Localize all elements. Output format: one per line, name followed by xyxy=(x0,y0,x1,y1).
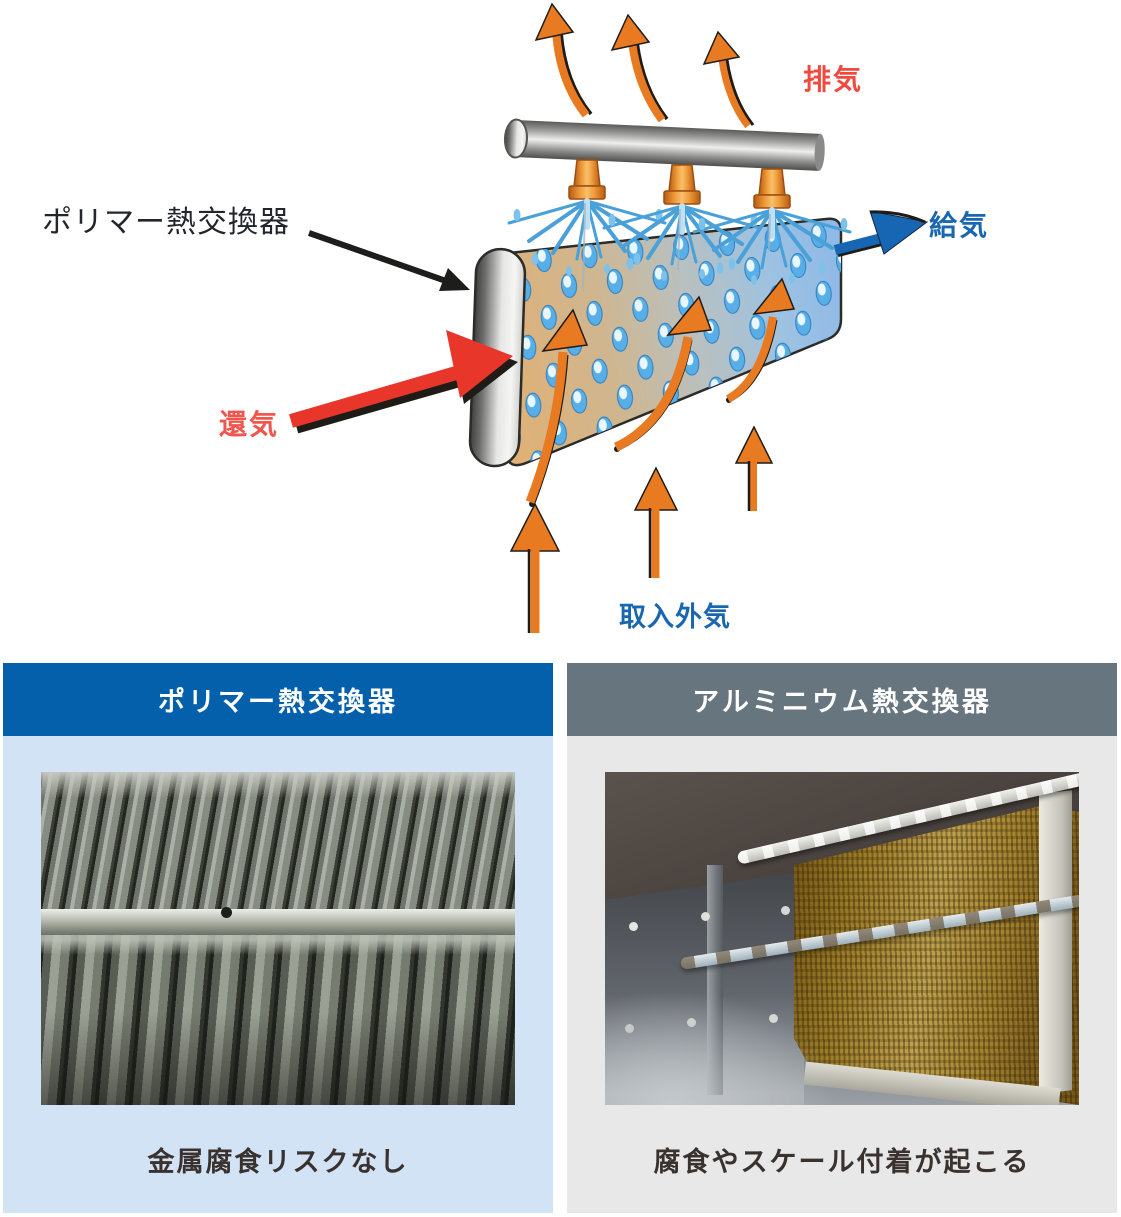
spray-nozzles xyxy=(568,159,791,209)
intake-air-straight-arrows xyxy=(509,425,774,633)
aluminium-panel-body: 腐食やスケール付着が起こる xyxy=(567,736,1117,1213)
comparison-panels: ポリマー熱交換器 金属腐食リスクなし アルミニウム熱交換器 xyxy=(3,663,1117,1213)
heat-exchanger-diagram-section: ポリマー熱交換器 排気 給気 還気 取入外気 xyxy=(42,2,990,633)
corroded-coil-face xyxy=(793,805,1079,1105)
return-air-label: 還気 xyxy=(219,409,280,440)
polymer-caption-zone: 金属腐食リスクなし xyxy=(148,1105,409,1213)
wall-bolts xyxy=(628,921,638,931)
tube-row-upper xyxy=(41,772,515,909)
supply-air-arrow xyxy=(833,210,929,257)
aluminium-panel-header: アルミニウム熱交換器 xyxy=(567,663,1117,736)
polymer-panel-body: 金属腐食リスクなし xyxy=(3,736,553,1213)
polymer-tube-bank-photo xyxy=(41,772,515,1105)
aluminium-caption-zone: 腐食やスケール付着が起こる xyxy=(654,1105,1031,1213)
supply-air-label: 給気 xyxy=(929,210,990,241)
return-air-arrow xyxy=(289,330,518,434)
spray-header-pipe xyxy=(503,118,825,171)
duct-fog xyxy=(605,991,833,1105)
exhaust-air-arrows xyxy=(534,2,755,129)
intake-air-curved-arrows xyxy=(525,277,796,507)
aluminium-caption: 腐食やスケール付着が起こる xyxy=(653,1146,1031,1177)
tube-row-lower xyxy=(41,935,515,1105)
polymer-caption: 金属腐食リスクなし xyxy=(147,1146,409,1177)
outside-air-intake-label: 取入外気 xyxy=(619,602,731,632)
coil-frame-right xyxy=(1038,790,1072,1094)
polymer-panel: ポリマー熱交換器 金属腐食リスクなし xyxy=(3,663,553,1213)
polymer-panel-title: ポリマー熱交換器 xyxy=(158,687,398,717)
label-pointer-arrow xyxy=(308,230,470,291)
corroded-coil-photo xyxy=(605,772,1079,1105)
aluminium-panel: アルミニウム熱交換器 腐食やスケール付着が起こる xyxy=(567,663,1117,1213)
support-bar-hole xyxy=(221,906,233,918)
polymer-panel-header: ポリマー熱交換器 xyxy=(3,663,553,736)
heat-exchanger-diagram-illustration xyxy=(289,2,929,633)
exhaust-air-label: 排気 xyxy=(803,64,864,95)
aluminium-panel-title: アルミニウム熱交換器 xyxy=(692,687,992,717)
support-bar xyxy=(41,908,515,936)
polymer-heat-exchanger-label: ポリマー熱交換器 xyxy=(42,206,290,239)
water-sprays xyxy=(509,201,850,292)
